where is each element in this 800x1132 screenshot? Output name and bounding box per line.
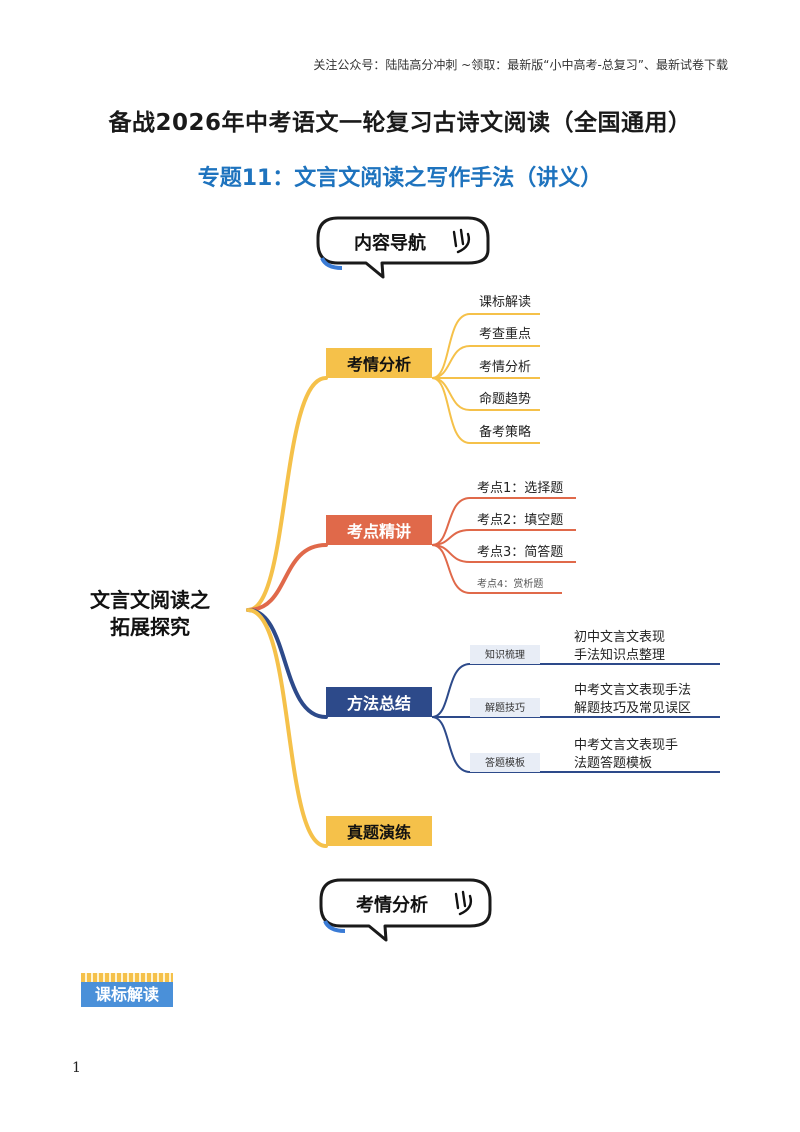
leaf-tag: 知识梳理 bbox=[485, 648, 525, 661]
page-number: 1 bbox=[72, 1060, 81, 1076]
leaf-text-line: 初中文言文表现 bbox=[574, 630, 665, 645]
connector-branch-1 bbox=[246, 376, 328, 612]
leaf-label: 考情分析 bbox=[479, 360, 531, 375]
badge-label: 课标解读 bbox=[81, 982, 173, 1007]
leaf-text-line: 法题答题模板 bbox=[574, 755, 652, 771]
badge-stripes bbox=[81, 973, 173, 982]
leaf-label: 命题趋势 bbox=[479, 391, 531, 407]
connector-branch-2 bbox=[246, 543, 328, 612]
branch-fangfa-zongjie: 方法总结 知识梳理 解题技巧 答题模板 初中文言文表现 手法知识点整理 中考文言… bbox=[326, 630, 720, 773]
branch-kaoqing-fenxi: 考情分析 课标解读 考查重点 考情分析 命题趋势 备考策略 bbox=[326, 295, 540, 444]
leaf-tag: 答题模板 bbox=[485, 756, 525, 769]
pen-squiggle-icon bbox=[454, 890, 473, 916]
branch-label: 考情分析 bbox=[347, 355, 411, 374]
leaf-text-line: 中考文言文表现手 bbox=[574, 738, 678, 753]
section-badge: 课标解读 bbox=[81, 973, 173, 1007]
nav-bubble: 内容导航 bbox=[316, 216, 490, 279]
leaf-tag: 解题技巧 bbox=[485, 701, 525, 714]
leaf-label: 考点3：简答题 bbox=[477, 544, 563, 560]
leaf-text-line: 解题技巧及常见误区 bbox=[574, 701, 691, 716]
connector-branch-4 bbox=[246, 608, 328, 848]
leaf-label: 考点2：填空题 bbox=[477, 513, 563, 528]
leaf-label: 课标解读 bbox=[479, 295, 531, 310]
document-title: 备战2026年中考语文一轮复习古诗文阅读（全国通用） bbox=[108, 110, 692, 136]
branch-kaodian-jingjiang: 考点精讲 考点1：选择题 考点2：填空题 考点3：简答题 考点4：赏析题 bbox=[326, 481, 576, 594]
mindmap-root: 文言文阅读之 拓展探究 bbox=[90, 588, 210, 639]
connector-branch-3 bbox=[246, 608, 328, 719]
root-line-2: 拓展探究 bbox=[110, 615, 190, 639]
leaf-text-line: 手法知识点整理 bbox=[574, 647, 665, 663]
leaf-label: 考点4：赏析题 bbox=[477, 577, 543, 590]
leaf-label: 考点1：选择题 bbox=[477, 481, 563, 496]
leaf-text-line: 中考文言文表现手法 bbox=[574, 683, 691, 698]
branch-label: 考点精讲 bbox=[347, 522, 411, 541]
leaf-label: 备考策略 bbox=[479, 424, 531, 440]
document-subtitle: 专题11：文言文阅读之写作手法（讲义） bbox=[197, 166, 603, 191]
root-line-1: 文言文阅读之 bbox=[90, 588, 210, 612]
section-bubble: 考情分析 bbox=[319, 878, 492, 942]
section-bubble-label: 考情分析 bbox=[356, 894, 428, 916]
branch-label: 方法总结 bbox=[347, 694, 411, 713]
branch-zhenti-yanlian: 真题演练 bbox=[326, 816, 432, 846]
header-note: 关注公众号：陆陆高分冲刺 ~领取：最新版“小中高考-总复习”、最新试卷下载 bbox=[313, 58, 728, 72]
leaf-label: 考查重点 bbox=[479, 326, 531, 342]
pen-squiggle-icon bbox=[452, 228, 471, 254]
branch-label: 真题演练 bbox=[347, 823, 411, 842]
nav-bubble-label: 内容导航 bbox=[354, 232, 426, 254]
